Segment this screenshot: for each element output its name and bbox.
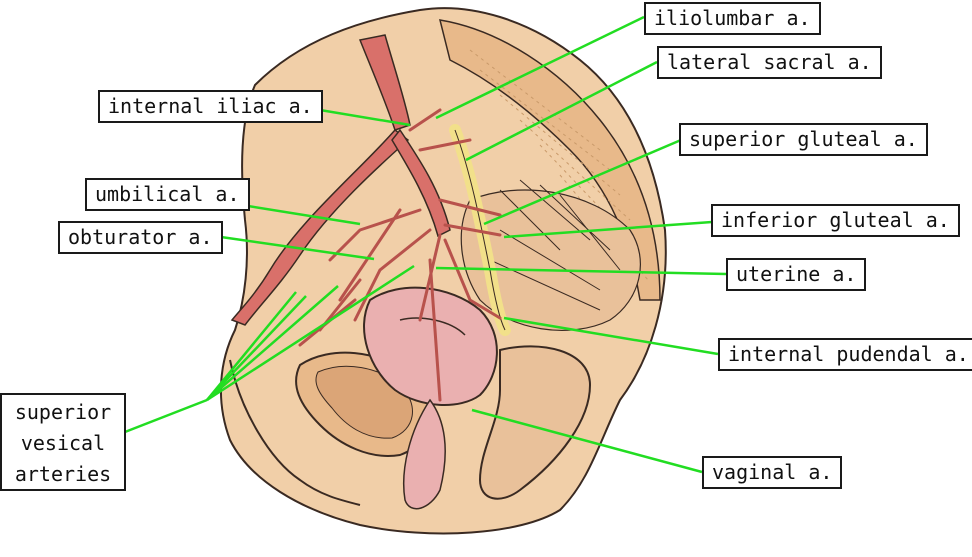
nerve-outline	[454, 129, 506, 331]
leader-vesical-2	[206, 291, 297, 401]
sacrum-texture	[469, 49, 649, 281]
label-vaginal: vaginal a.	[702, 456, 843, 489]
leader-inferior-gluteal	[503, 220, 713, 239]
leader-lateral-sacral	[465, 60, 658, 162]
leader-vesical-1	[124, 398, 208, 434]
label-lateral-sacral: lateral sacral a.	[657, 46, 882, 79]
label-superior-gluteal: superior gluteal a.	[679, 123, 928, 156]
leader-vesical-3	[206, 295, 307, 401]
nerve-plexus	[489, 179, 621, 311]
leader-internal-iliac	[307, 106, 411, 127]
leader-internal-pudendal	[503, 316, 719, 356]
leader-lines	[124, 15, 727, 474]
uterus	[363, 286, 498, 406]
label-inferior-gluteal: inferior gluteal a.	[711, 204, 960, 237]
label-uterine: uterine a.	[726, 258, 867, 291]
label-superior-vesical-line-1: superior	[14, 400, 112, 424]
internal-iliac-trunk	[391, 128, 451, 238]
leader-uterine	[435, 266, 727, 276]
leader-iliolumbar	[435, 15, 645, 120]
leader-umbilical	[247, 204, 361, 226]
leader-vaginal	[471, 408, 703, 474]
leader-vesical-4	[206, 285, 339, 401]
label-superior-vesical-arteries: superior vesical arteries	[0, 393, 126, 491]
label-umbilical: umbilical a.	[85, 178, 250, 211]
label-superior-vesical-line-2: vesical	[20, 431, 106, 455]
arterial-branches	[298, 108, 502, 402]
rectum	[478, 345, 592, 500]
label-superior-vesical-line-3: arteries	[14, 462, 112, 486]
external-iliac-artery	[230, 128, 410, 326]
vagina	[402, 398, 446, 510]
label-internal-iliac: internal iliac a.	[98, 90, 323, 123]
leader-obturator	[213, 234, 375, 261]
label-iliolumbar: iliolumbar a.	[644, 2, 821, 35]
label-obturator: obturator a.	[58, 221, 223, 254]
pubic-contour	[229, 359, 361, 506]
leader-superior-gluteal	[483, 138, 682, 226]
label-internal-pudendal: internal pudendal a.	[718, 338, 972, 371]
leader-vesical-5	[206, 264, 415, 402]
